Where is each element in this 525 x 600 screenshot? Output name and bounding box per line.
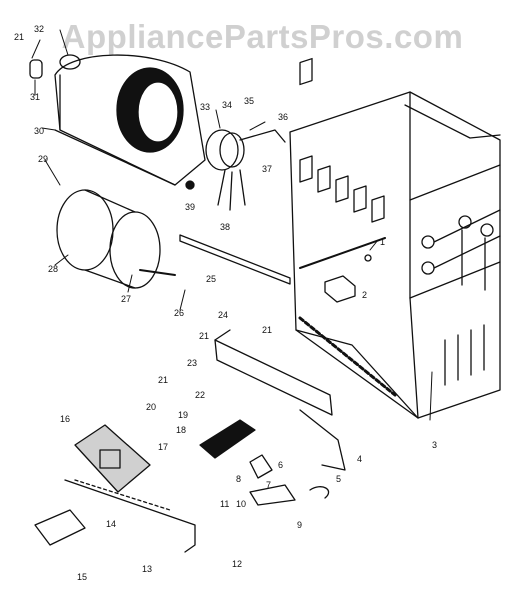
callout-26: 26 bbox=[174, 308, 184, 318]
limit-switch bbox=[249, 454, 330, 506]
callout-11: 11 bbox=[220, 499, 229, 509]
callout-13: 13 bbox=[142, 564, 152, 574]
callout-32: 32 bbox=[34, 24, 44, 34]
callout-33: 33 bbox=[200, 102, 210, 112]
callout-20: 20 bbox=[146, 402, 156, 412]
blower-wheel bbox=[56, 189, 176, 289]
callout-10: 10 bbox=[236, 499, 246, 509]
callout-36: 36 bbox=[278, 112, 288, 122]
callout-23: 23 bbox=[187, 358, 197, 368]
callout-19: 19 bbox=[178, 410, 188, 420]
callout-21-c: 21 bbox=[199, 331, 209, 341]
callout-9: 9 bbox=[297, 520, 302, 530]
callout-15: 15 bbox=[77, 572, 87, 582]
callout-17: 17 bbox=[158, 442, 168, 452]
callout-2: 2 bbox=[362, 290, 367, 300]
callout-29: 29 bbox=[38, 154, 48, 164]
control-board bbox=[74, 424, 151, 493]
callout-18: 18 bbox=[176, 425, 186, 435]
callout-22: 22 bbox=[195, 390, 205, 400]
callout-35: 35 bbox=[244, 96, 254, 106]
small-bracket bbox=[34, 509, 86, 546]
support-rod bbox=[64, 479, 196, 553]
callout-3: 3 bbox=[432, 440, 437, 450]
bottom-louvers bbox=[444, 324, 485, 386]
callout-16: 16 bbox=[60, 414, 70, 424]
callout-1: 1 bbox=[380, 237, 385, 247]
gas-valve-block bbox=[324, 275, 356, 303]
callout-34: 34 bbox=[222, 100, 232, 110]
callout-7: 7 bbox=[266, 480, 271, 490]
callout-27: 27 bbox=[121, 294, 131, 304]
callout-5: 5 bbox=[336, 474, 341, 484]
callout-28: 28 bbox=[48, 264, 58, 274]
leader-lines bbox=[31, 29, 433, 421]
ignitor-coil bbox=[199, 419, 256, 459]
callout-6: 6 bbox=[278, 460, 283, 470]
callout-38: 38 bbox=[220, 222, 230, 232]
capacitor bbox=[29, 54, 81, 79]
callout-12: 12 bbox=[232, 559, 242, 569]
mounting-rail bbox=[179, 234, 346, 471]
callout-30: 30 bbox=[34, 126, 44, 136]
callout-21-a: 21 bbox=[14, 32, 24, 42]
heat-exchanger-slots bbox=[299, 155, 385, 223]
callout-4: 4 bbox=[357, 454, 362, 464]
callout-37: 37 bbox=[262, 164, 272, 174]
callout-31: 31 bbox=[30, 92, 40, 102]
callout-39: 39 bbox=[185, 202, 195, 212]
callout-21-b: 21 bbox=[262, 325, 272, 335]
callout-labels: 1 2 3 4 5 6 7 8 9 10 11 12 13 14 15 16 1… bbox=[14, 24, 437, 582]
callout-21-d: 21 bbox=[158, 375, 168, 385]
side-panel-burners bbox=[421, 209, 501, 291]
callout-24: 24 bbox=[218, 310, 228, 320]
furnace-cabinet bbox=[289, 57, 501, 419]
callout-8: 8 bbox=[236, 474, 241, 484]
blower-housing bbox=[54, 54, 206, 186]
callout-14: 14 bbox=[106, 519, 116, 529]
blower-motor bbox=[185, 129, 286, 211]
callout-25: 25 bbox=[206, 274, 216, 284]
